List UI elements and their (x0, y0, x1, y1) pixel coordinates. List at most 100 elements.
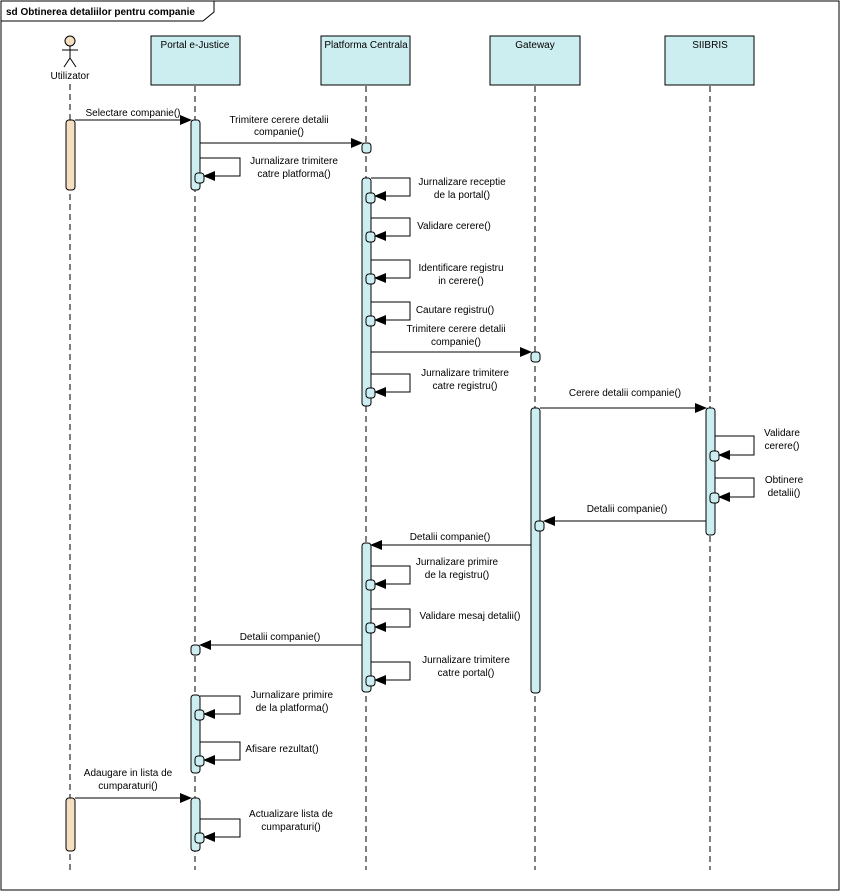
message-trimitere-cerere-portal: Trimitere cerere detalii companie() (200, 115, 363, 148)
message-label: Jurnalizare receptie (418, 177, 506, 188)
self-message-jurnalizare-trimitere-portal: Jurnalizare trimitere catre portal() (371, 655, 510, 685)
message-label: cumparaturi() (98, 781, 157, 792)
actor-left-leg (63, 57, 71, 68)
activation-bar (530, 407, 541, 694)
message-label: cumparaturi() (261, 822, 320, 833)
participant-utilizator: Utilizator (51, 35, 91, 82)
activation-bar-nested (194, 709, 205, 721)
activation-bar (530, 351, 541, 363)
self-message-jurnalizare-receptie: Jurnalizare receptie de la portal() (371, 177, 506, 201)
activation-bar-nested (365, 387, 376, 399)
activation-bar-nested (534, 520, 545, 532)
message-label: de la registru() (425, 570, 489, 581)
frame-title-tab (0, 0, 215, 22)
message-cerere-detalii-gateway: Cerere detalii companie() (540, 388, 707, 413)
message-label: de la portal() (434, 190, 490, 201)
activation-bar-nested (194, 755, 205, 767)
actor-right-leg (69, 57, 77, 68)
participant-name-platforma: Platforma Centrala (324, 40, 408, 51)
message-trimitere-cerere-platforma: Trimitere cerere detalii companie() (371, 324, 532, 357)
participant-name-gateway: Gateway (515, 40, 554, 51)
actor-head-icon (64, 35, 76, 47)
message-detalii-gateway: Detalii companie() (370, 532, 531, 550)
self-message-jurnalizare-trimitere-platforma: Jurnalizare trimitere catre platforma() (200, 156, 338, 181)
activation-bar-nested (194, 172, 205, 184)
activation-bar (705, 407, 716, 536)
self-message-arrow (715, 477, 755, 502)
self-message-obtinere-detalii: Obtinere detalii() (715, 475, 804, 502)
activation-bar-nested (365, 315, 376, 327)
message-label: Adaugare in lista de (84, 768, 173, 779)
message-label: detalii() (768, 488, 801, 499)
message-label: Validare cerere() (417, 221, 491, 232)
participant-name-portal: Portal e-Justice (161, 40, 230, 51)
message-label: Detalii companie() (240, 632, 321, 643)
self-message-actualizare-lista: Actualizare lista de cumparaturi() (200, 809, 333, 842)
message-label: Identificare registru (418, 263, 503, 274)
activation-bar (361, 542, 372, 693)
self-message-validare-mesaj: Validare mesaj detalii() (371, 608, 521, 632)
message-detalii-platforma: Detalii companie() (199, 632, 362, 650)
activation-bar-nested (365, 192, 376, 204)
activation-bar (65, 797, 76, 852)
activation-bar (65, 119, 76, 191)
message-label: Cautare registru() (416, 305, 494, 316)
activation-bar (361, 177, 372, 407)
participant-platforma: Platforma Centrala (320, 35, 411, 86)
message-label: Afisare rezultat() (245, 744, 318, 755)
message-label: Jurnalizare trimitere (422, 655, 510, 666)
message-label: Actualizare lista de (249, 809, 333, 820)
participant-name-siibris: SIIBRIS (692, 40, 728, 51)
activation-bar (190, 119, 201, 191)
self-message-jurnalizare-primire-platforma: Jurnalizare primire de la platforma() (200, 690, 334, 719)
message-label: cerere() (764, 441, 799, 452)
self-message-arrow (371, 565, 411, 589)
message-label: Trimitere cerere detalii (229, 115, 328, 126)
message-label: companie() (431, 337, 481, 348)
frame-title: sd Obtinerea detaliilor pentru companie (6, 7, 195, 18)
message-label: de la platforma() (256, 703, 329, 714)
message-label: Detalii companie() (587, 504, 668, 515)
message-label: in cerere() (438, 276, 484, 287)
activation-bar-nested (194, 832, 205, 844)
message-label: Cerere detalii companie() (569, 388, 681, 399)
message-label: companie() (254, 127, 304, 138)
activation-bar-nested (365, 579, 376, 591)
message-label: Jurnalizare trimitere (250, 156, 338, 167)
message-label: Obtinere (765, 475, 804, 486)
activation-bar-nested (365, 675, 376, 687)
activation-bar-nested (709, 492, 720, 504)
participant-portal: Portal e-Justice (150, 35, 241, 86)
self-message-validare-cerere: Validare cerere() (371, 217, 491, 241)
participant-gateway: Gateway (489, 35, 581, 86)
message-label: Validare mesaj detalii() (420, 611, 521, 622)
self-message-arrow (371, 661, 411, 685)
message-label: Jurnalizare primire (251, 690, 334, 701)
participant-box-platforma (320, 35, 411, 86)
self-message-cautare-registru: Cautare registru() (371, 301, 494, 325)
self-message-jurnalizare-trimitere-registru: Jurnalizare trimitere catre registru() (371, 368, 509, 397)
self-message-arrow (200, 741, 241, 765)
activation-bar-nested (365, 622, 376, 634)
self-message-identificare-registru: Identificare registru in cerere() (371, 259, 504, 287)
self-message-arrow (371, 217, 411, 241)
activation-bar (190, 644, 201, 656)
self-message-arrow (371, 608, 411, 632)
self-message-afisare-rezultat: Afisare rezultat() (200, 741, 319, 765)
self-message-arrow (371, 259, 411, 283)
message-label: catre portal() (438, 668, 495, 679)
self-message-arrow (715, 435, 755, 460)
self-message-arrow (371, 373, 411, 397)
participant-name-utilizator: Utilizator (51, 71, 91, 82)
self-message-arrow (200, 818, 241, 842)
participant-box-gateway (489, 35, 581, 86)
message-selectare-companie: Selectare companie() (75, 108, 192, 125)
self-message-arrow (200, 695, 241, 719)
message-label: Detalii companie() (410, 532, 491, 543)
participant-box-siibris (664, 35, 755, 86)
message-label: catre registru() (432, 381, 497, 392)
activation-bar-nested (365, 231, 376, 243)
message-label: Validare (764, 428, 800, 439)
